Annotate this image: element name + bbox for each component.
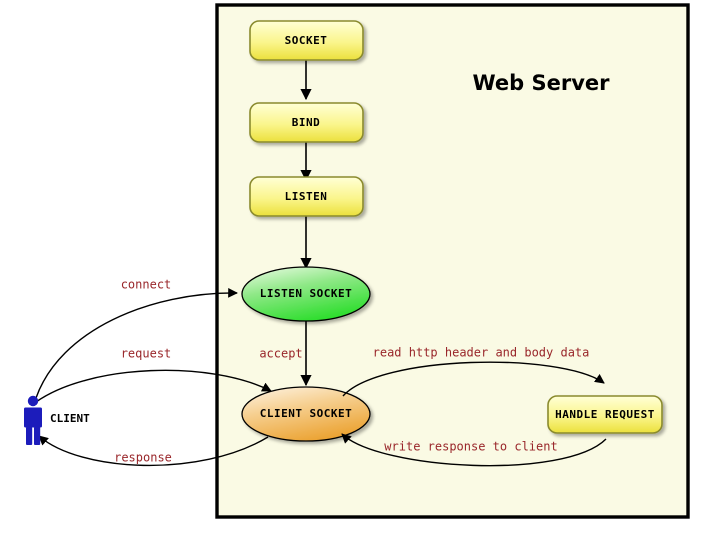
client-actor-label: CLIENT (50, 412, 90, 425)
node-listen-socket-shape (241, 266, 371, 322)
edge-label-response: response (114, 451, 172, 465)
edge-write-path (341, 433, 607, 467)
edge-label-accept: accept (259, 347, 302, 361)
page-title: Web Server (472, 71, 610, 95)
node-handle-request-shape (547, 395, 663, 434)
person-icon (24, 395, 42, 445)
node-listen[interactable]: LISTEN (249, 176, 364, 217)
node-bind[interactable]: BIND (249, 102, 364, 143)
node-client-socket[interactable]: CLIENT SOCKET (241, 386, 371, 442)
edge-request-path (35, 369, 272, 403)
edge-label-connect: connect (121, 278, 172, 292)
edge-label-request: request (121, 347, 172, 361)
node-client-socket-shape (241, 386, 371, 442)
node-listen-label: LISTEN (285, 190, 328, 203)
node-client-socket-label: CLIENT SOCKET (260, 407, 353, 420)
client-actor[interactable]: CLIENT (24, 395, 90, 445)
node-bind-label: BIND (292, 116, 321, 129)
edge-read-path (342, 361, 605, 397)
edge-response-path (38, 435, 269, 467)
edge-label-write: write response to client (384, 440, 557, 454)
node-socket-shape (249, 20, 364, 61)
node-handle-request[interactable]: HANDLE REQUEST (547, 395, 663, 434)
node-socket[interactable]: SOCKET (249, 20, 364, 61)
edge-label-read: read http header and body data (373, 346, 590, 360)
node-listen-socket[interactable]: LISTEN SOCKET (241, 266, 371, 322)
node-bind-shape (249, 102, 364, 143)
node-socket-label: SOCKET (285, 34, 328, 47)
node-listen-shape (249, 176, 364, 217)
node-listen-socket-label: LISTEN SOCKET (260, 287, 353, 300)
node-handle-request-label: HANDLE REQUEST (555, 408, 655, 421)
edge-connect-path (35, 288, 238, 399)
